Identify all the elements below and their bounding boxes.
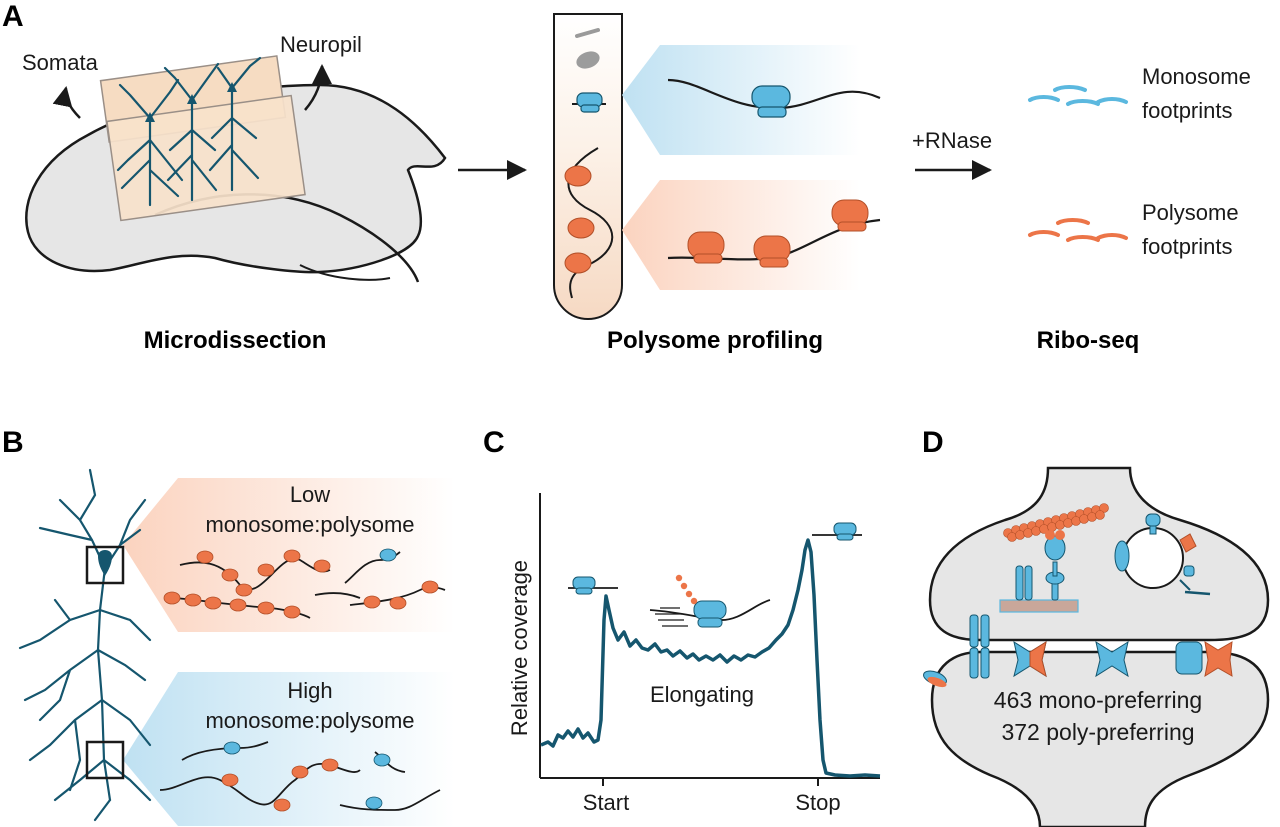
- somata-arrow: [52, 86, 81, 119]
- presynaptic-terminal: [928, 466, 1270, 642]
- panel-b: B Low monosome:polysome High monosome:po…: [2, 426, 455, 826]
- tube-band-1: [575, 28, 600, 38]
- neuropil-slab: [106, 94, 306, 222]
- vesicle-proteins: [1114, 513, 1211, 596]
- caption-polysome-profiling: Polysome profiling: [607, 327, 823, 354]
- tube-band-2: [576, 51, 600, 69]
- neuropil-label: Neuropil: [280, 32, 362, 57]
- c-ylabel: Relative coverage: [507, 560, 532, 736]
- membrane-proteins: [1015, 530, 1066, 601]
- high-ratio-line2: monosome:polysome: [205, 708, 414, 733]
- panel-d-letter: D: [922, 426, 944, 459]
- postsynaptic-terminal: [930, 650, 1270, 827]
- rnase-label: +RNase: [912, 128, 992, 153]
- coverage-trace: [540, 538, 881, 778]
- low-ratio-orange-ribosomes: [163, 549, 439, 619]
- postsynaptic-receptor-pair: [1175, 640, 1233, 678]
- mixed-capsule-protein: [923, 670, 947, 688]
- actin-filament: [1003, 503, 1109, 542]
- monosome-zoom-wedge: [622, 45, 860, 155]
- somata-label: Somata: [22, 50, 99, 75]
- soma-zoom-box: [85, 545, 125, 585]
- neuron-soma-b: [98, 550, 112, 576]
- c-xtick-stop: Stop: [795, 790, 840, 815]
- postsynaptic-receptor-mixed: [1013, 640, 1047, 678]
- tube-polysome-ribosomes: [564, 165, 595, 274]
- panel-b-letter: B: [2, 426, 24, 459]
- polysome-footprints-icon: [1028, 218, 1128, 242]
- adhesion-molecule: [969, 614, 990, 679]
- high-ratio-wedge: [123, 672, 455, 826]
- low-ratio-blue-ribosome: [379, 548, 397, 562]
- low-ratio-line2: monosome:polysome: [205, 512, 414, 537]
- mono-preferring-count: 463 mono-preferring: [994, 687, 1202, 713]
- polysome-footprints-line2: footprints: [1142, 234, 1233, 259]
- c-annotation: Elongating: [650, 682, 754, 707]
- brain-fold-lower: [299, 264, 391, 281]
- monosome-footprints-icon: [1028, 85, 1128, 106]
- panel-a-letter: A: [2, 0, 24, 33]
- synaptic-vesicle: [1122, 527, 1184, 589]
- panel-c-letter: C: [483, 426, 505, 459]
- sucrose-tube: [553, 13, 623, 320]
- postsynaptic-receptor-blue: [1095, 640, 1129, 678]
- caption-microdissection: Microdissection: [144, 327, 327, 354]
- polysome-zoom-ribosomes: [687, 199, 869, 268]
- c-elongating-ribosome: [649, 574, 771, 628]
- panel-c: C Start Stop Relative coverage Elongatin…: [483, 426, 881, 815]
- poly-preferring-count: 372 poly-preferring: [1001, 719, 1194, 745]
- membrane-patch: [999, 599, 1079, 613]
- polysome-zoom-wedge: [622, 180, 860, 290]
- low-ratio-line1: Low: [290, 482, 330, 507]
- tissue-neurons: [116, 56, 262, 207]
- monosome-zoom-large: [751, 85, 791, 109]
- neuropil-arrow: [304, 64, 332, 111]
- tube-monosome: [572, 92, 606, 113]
- monosome-footprints-line1: Monosome: [1142, 64, 1251, 89]
- c-xtick-start: Start: [583, 790, 629, 815]
- c-stop-ribosome: [812, 522, 862, 541]
- panel-d: D: [922, 426, 1270, 827]
- neuron-somas: [145, 82, 237, 122]
- caption-ribo-seq: Ribo-seq: [1037, 327, 1140, 354]
- monosome-footprints-line2: footprints: [1142, 98, 1233, 123]
- panel-a: A Somata Neuropil: [2, 0, 1251, 354]
- high-ratio-blue-ribosomes: [223, 741, 391, 810]
- high-ratio-line1: High: [287, 678, 332, 703]
- dendrite-zoom-box: [85, 740, 125, 780]
- c-start-ribosome: [568, 576, 618, 595]
- monosome-zoom-small: [757, 106, 787, 118]
- high-ratio-orange-ribosomes: [221, 758, 339, 812]
- polysome-footprints-line1: Polysome: [1142, 200, 1239, 225]
- dendritic-tree: [18, 468, 152, 822]
